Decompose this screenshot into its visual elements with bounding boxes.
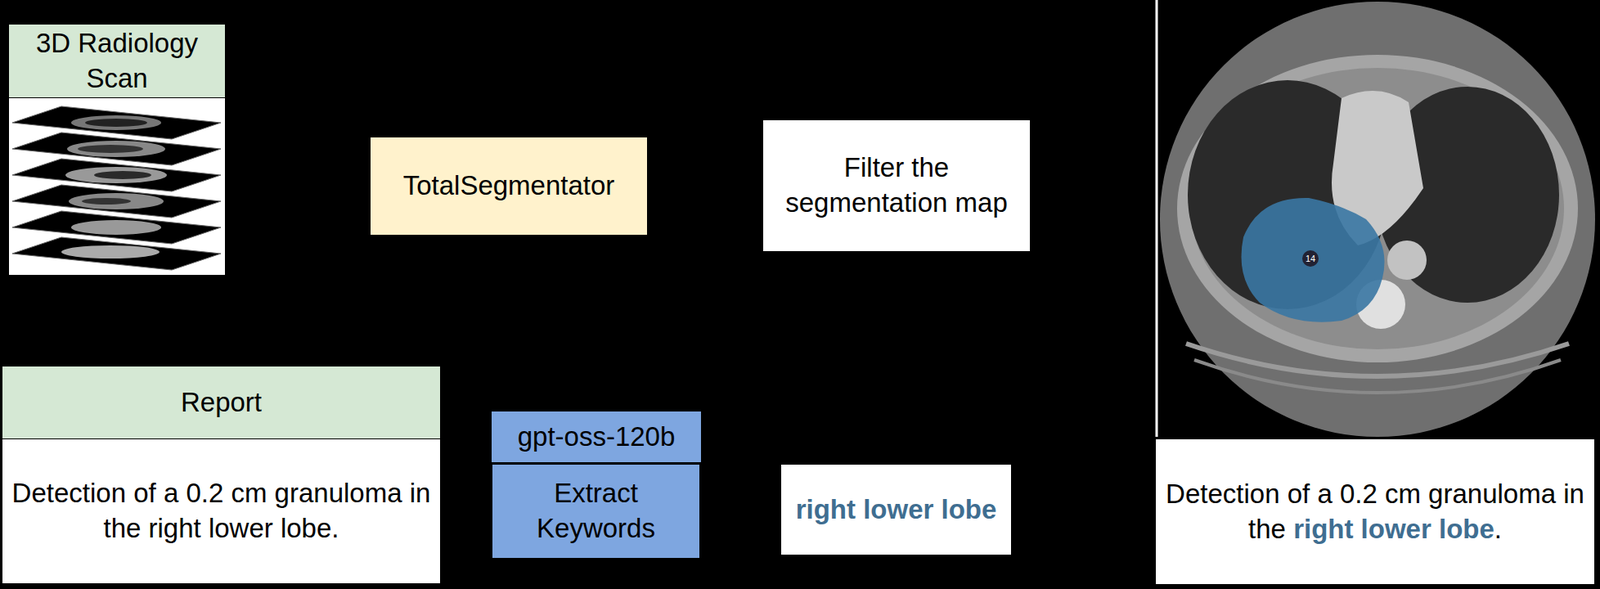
header-text: 3D Radiology Scan (8, 24, 225, 99)
process-box: Detection of a 0.2 cm granuloma in theri… (1155, 439, 1595, 585)
process-box: Extract Keywords (492, 464, 700, 558)
scan-image-ground (8, 97, 226, 276)
ct-image (1155, 0, 1600, 437)
process-box: 3D Radiology Scan (8, 23, 226, 276)
sentence: Detection of a 0.2 cm granuloma in theri… (1162, 476, 1588, 548)
box-text: gpt-oss-120b (491, 411, 702, 463)
box-text: Filter the segmentation map (763, 120, 1030, 252)
process-box: TotalSegmentator (370, 137, 648, 235)
keyword-text: right lower lobe (781, 464, 1012, 555)
callout-number: 14 (1302, 250, 1319, 267)
keyword-text: right lower lobe (1293, 513, 1495, 544)
body-text: . (1494, 513, 1502, 544)
process-box: gpt-oss-120b (491, 411, 702, 463)
box-text: TotalSegmentator (370, 137, 648, 235)
box-text: Extract Keywords (492, 464, 700, 558)
process-box: ReportDetection of a 0.2 cm granuloma in… (1, 365, 441, 585)
process-box: Filter the segmentation map (763, 120, 1030, 252)
header-text: Report (2, 366, 441, 440)
process-box: right lower lobe (781, 464, 1012, 555)
body-text: Detection of a 0.2 cm granuloma in the r… (2, 439, 441, 584)
scan-slices (12, 106, 221, 270)
